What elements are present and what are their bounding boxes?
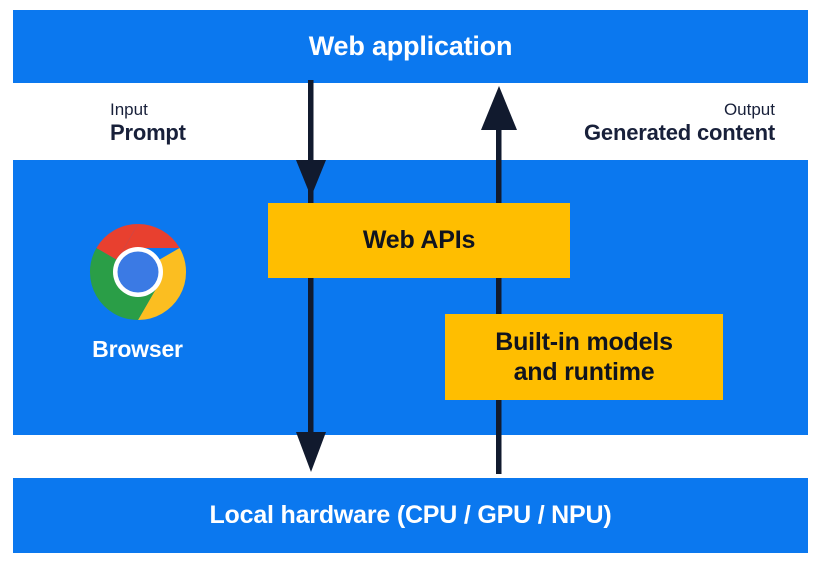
annotation-input: Input Prompt	[110, 100, 186, 146]
box-built-in-models-line2: and runtime	[513, 358, 655, 386]
annotation-output-headline: Generated content	[584, 120, 775, 146]
layer-browser: Browser Web APIs Built-in models and run…	[13, 160, 808, 435]
browser-identity: Browser	[75, 222, 200, 363]
annotation-input-headline: Prompt	[110, 120, 186, 146]
box-web-apis-label: Web APIs	[362, 226, 476, 255]
layer-web-application-label: Web application	[308, 31, 513, 61]
annotation-output-kicker: Output	[723, 100, 775, 119]
layer-web-application: Web application	[13, 10, 808, 83]
chrome-logo-icon	[89, 223, 186, 320]
box-built-in-models: Built-in models and runtime	[445, 314, 723, 400]
layer-local-hardware-label: Local hardware (CPU / GPU / NPU)	[209, 501, 612, 529]
layer-local-hardware: Local hardware (CPU / GPU / NPU)	[13, 478, 808, 553]
box-built-in-models-label: Built-in models and runtime	[495, 327, 673, 388]
box-built-in-models-line1: Built-in models	[495, 327, 673, 356]
annotation-output: Output Generated content	[584, 100, 775, 146]
box-web-apis: Web APIs	[268, 203, 570, 278]
browser-label: Browser	[92, 336, 183, 362]
annotation-input-kicker: Input	[110, 100, 148, 119]
